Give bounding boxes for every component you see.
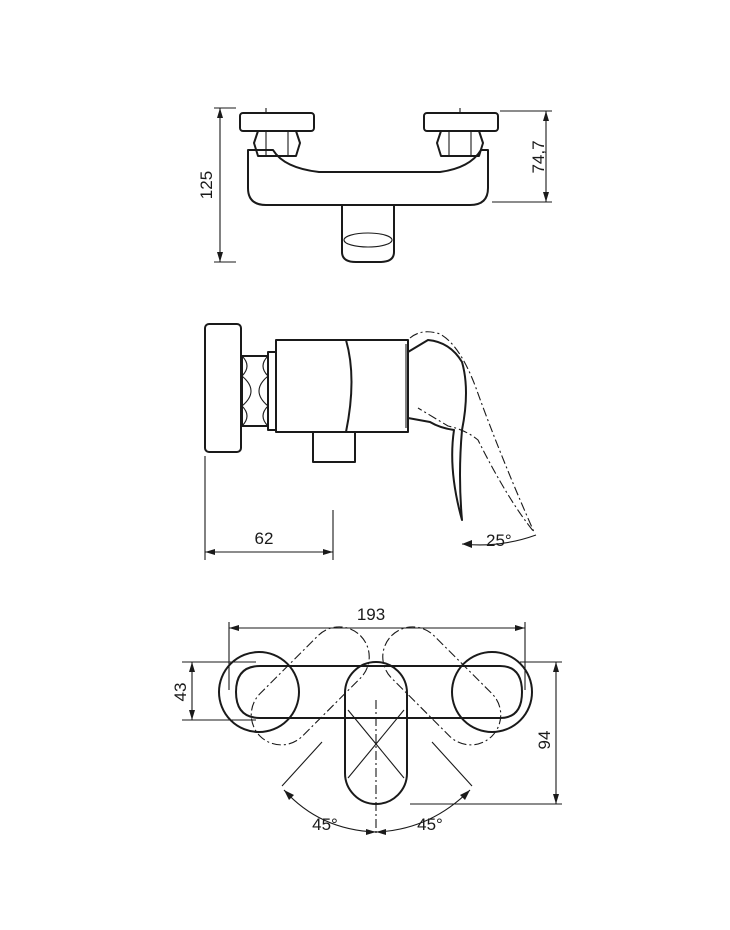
dim-43-label: 43 bbox=[171, 683, 190, 702]
plan-view: 45° 45° 193 43 94 bbox=[171, 605, 562, 835]
side-outlet bbox=[312, 431, 356, 463]
side-mixer-body bbox=[275, 339, 353, 433]
plan-mixer-body bbox=[235, 665, 523, 719]
right-hex-nut bbox=[436, 130, 484, 157]
left-wall-flange bbox=[239, 112, 315, 132]
dim-45-left-label: 45° bbox=[312, 815, 338, 834]
side-lever bbox=[407, 339, 467, 521]
side-hex-nut bbox=[241, 355, 269, 427]
plan-left-flange bbox=[218, 651, 300, 733]
dim-94-label: 94 bbox=[535, 731, 554, 750]
plan-right-flange bbox=[451, 651, 533, 733]
dim-74-7-label: 74,7 bbox=[529, 140, 548, 173]
side-wall-flange bbox=[204, 323, 242, 453]
outlet-spout bbox=[341, 204, 395, 263]
right-wall-flange bbox=[423, 112, 499, 132]
dim-193-label: 193 bbox=[357, 605, 385, 624]
plan-lever-left-rotated bbox=[250, 626, 370, 746]
plan-lever-right-rotated bbox=[382, 626, 502, 746]
dim-25-label: 25° bbox=[486, 531, 512, 550]
dim-125-label: 125 bbox=[197, 171, 216, 199]
left-hex-nut bbox=[253, 130, 301, 157]
dim-45-right-label: 45° bbox=[417, 815, 443, 834]
side-mixer-cartridge bbox=[345, 339, 409, 433]
side-view: 25° 62 bbox=[204, 323, 537, 560]
side-lever-rotated bbox=[409, 331, 535, 533]
plan-lever bbox=[344, 661, 408, 805]
dim-62-label: 62 bbox=[255, 529, 274, 548]
front-view: 125 74,7 bbox=[197, 107, 552, 263]
mixer-body bbox=[247, 149, 489, 206]
